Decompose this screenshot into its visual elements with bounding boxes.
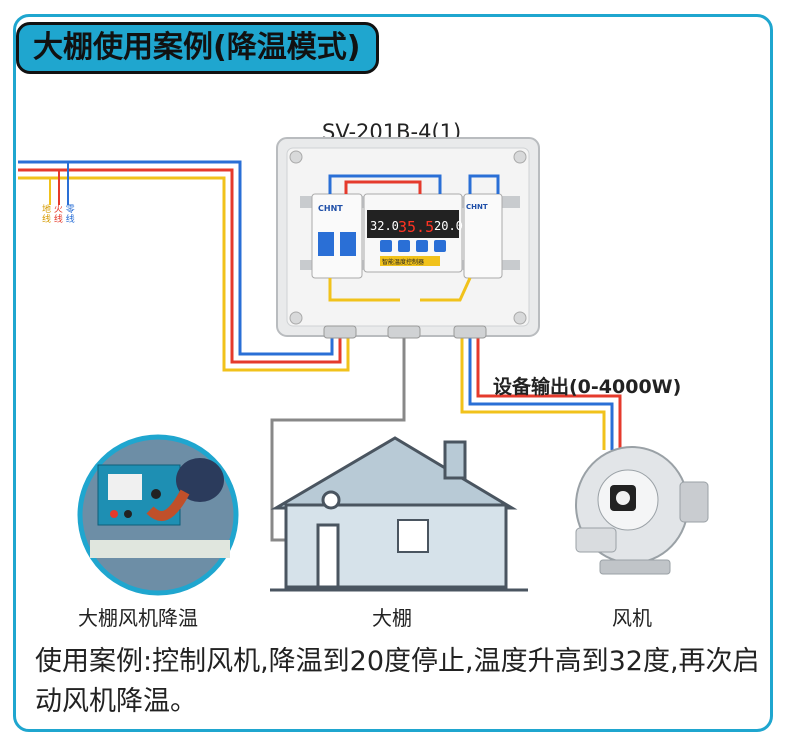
greenhouse-fan-photo bbox=[77, 434, 239, 596]
description-text: 使用案例:控制风机,降温到20度停止,温度升高到32度,再次启动风机降温。 bbox=[35, 646, 760, 717]
control-box bbox=[276, 137, 540, 339]
output-wires bbox=[460, 336, 622, 450]
wire-label-live: 火线 bbox=[53, 205, 63, 225]
brand-label-contactor: CHNT bbox=[466, 203, 488, 211]
display-center: 35.5 bbox=[398, 218, 434, 236]
caption-greenhouse: 大棚 bbox=[372, 606, 412, 630]
page-title: 大棚使用案例(降温模式) bbox=[16, 22, 380, 74]
wire-drop-lines bbox=[49, 162, 69, 205]
controller-name: 智能温度控制器 bbox=[382, 258, 424, 266]
wire-label-ground: 地线 bbox=[42, 205, 52, 225]
greenhouse-house bbox=[270, 436, 528, 592]
display-right: 20.0 bbox=[434, 219, 463, 233]
display-left: 32.0 bbox=[370, 219, 399, 233]
fan-device bbox=[575, 446, 709, 575]
outer-frame bbox=[13, 14, 773, 732]
wire-label-neutral: 零线 bbox=[65, 205, 75, 225]
brand-label: CHNT bbox=[318, 204, 343, 213]
caption-greenhouse-fan: 大棚风机降温 bbox=[78, 606, 198, 630]
caption-fan: 风机 bbox=[612, 606, 652, 630]
output-label: 设备输出(0-4000W) bbox=[493, 376, 682, 398]
input-wires bbox=[18, 160, 350, 372]
wire-labels: 地线 火线 零线 bbox=[42, 205, 75, 225]
